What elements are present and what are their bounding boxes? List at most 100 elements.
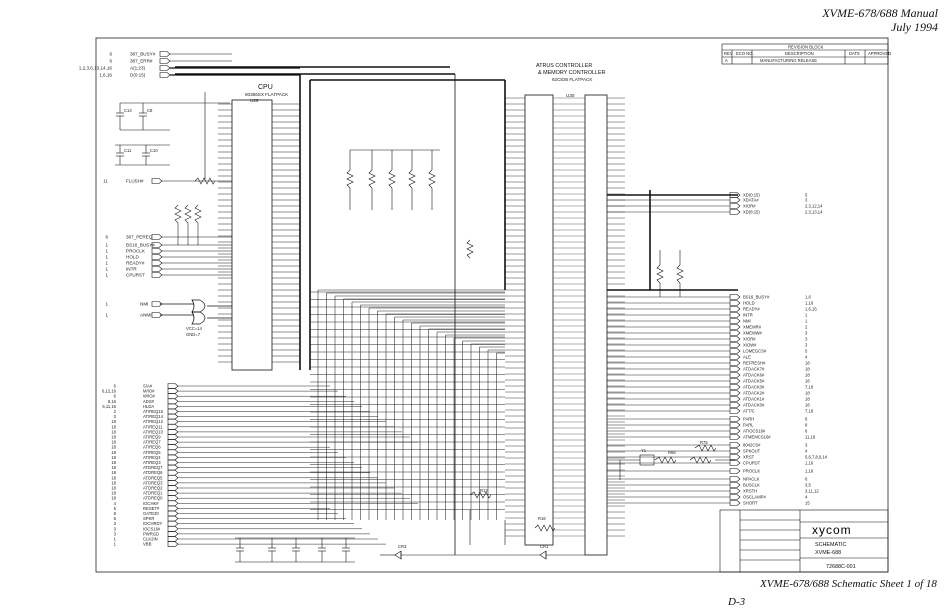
- lower-signal-name: ATDREQ1: [143, 491, 163, 496]
- right-signal-sheet: 18: [805, 397, 810, 402]
- crystal-Y1: Y1: [641, 448, 647, 453]
- lower-signal-name: ATDREQ5: [143, 475, 163, 480]
- right-signal-connector: [729, 342, 741, 348]
- lower-signal-name: IOCS16#: [143, 526, 161, 531]
- right-signal-sheet: 8: [805, 423, 808, 428]
- left-signal-sheet: 1: [105, 273, 108, 278]
- right-signal-connector: [729, 209, 741, 215]
- left-signal-sheet: 1: [105, 255, 108, 260]
- diode-CR3: CR3: [398, 544, 407, 549]
- lower-signal-sheet: 3: [114, 526, 117, 531]
- lower-signal-connector: [167, 510, 179, 517]
- clock-network: [607, 444, 735, 480]
- title-block: [719, 509, 889, 573]
- pack-resistor: [174, 204, 182, 224]
- right-signal-connector: [729, 422, 741, 428]
- revision-block: [721, 43, 889, 65]
- right-signal-name: READY#: [743, 307, 760, 312]
- nmi-signal-name: NMI: [140, 302, 148, 307]
- decoupling-caps: [115, 92, 230, 180]
- lower-signal-name: ATDREQ7: [143, 465, 163, 470]
- manual-title: XVME-678/688 Manual: [822, 6, 938, 20]
- lower-signal-name: RESET#: [143, 506, 160, 511]
- right-signal-name: XMEMW#: [743, 331, 763, 336]
- lower-signal-sheet: 6,12,16: [102, 389, 117, 394]
- lower-signal-sheet: 6,11,16: [102, 404, 116, 409]
- lower-signal-name: ATIREQ12: [143, 419, 164, 424]
- cap-C10: C10: [150, 148, 158, 153]
- pullup-resistor: [408, 169, 416, 189]
- cap-C14: C14: [124, 108, 132, 113]
- left-signal-sheet: 1: [105, 267, 108, 272]
- lower-signal-sheet: 18: [111, 419, 116, 424]
- left-signal-connector: [151, 248, 163, 254]
- right-signal-name: NPACLK: [743, 477, 760, 482]
- right-signal-sheet: 4: [805, 495, 808, 500]
- left-signal-sheet: 6: [105, 235, 108, 240]
- lower-signal-connector: [167, 429, 179, 435]
- left-signal-connector: [151, 260, 163, 266]
- lower-signal-sheet: 18: [111, 435, 116, 440]
- page-number: D-3: [728, 596, 746, 608]
- revision-header: DATE: [849, 51, 860, 56]
- top-signal-connector: [159, 65, 171, 71]
- lower-signal-connector: [167, 444, 179, 450]
- lower-signal-sheet: 18: [111, 470, 116, 475]
- right-signal-name: SPKOUT: [743, 449, 761, 454]
- pullup-resistor: [368, 169, 376, 189]
- right-signal-connector: [729, 318, 741, 324]
- cap-C11: C11: [124, 148, 132, 153]
- left-signal-connector: [151, 266, 163, 272]
- right-signal-name: ATDACK3#: [743, 385, 765, 390]
- right-signal-connector: [729, 372, 741, 378]
- left-signal-connector: [151, 178, 163, 184]
- lower-signal-sheet: 4: [114, 501, 117, 506]
- right-signal-name: XRSTH: [743, 489, 757, 494]
- lower-signal-connector: [167, 434, 179, 440]
- top-signal-sheet: 6: [109, 59, 112, 64]
- right-signal-name: SHORT: [743, 501, 758, 506]
- lower-signal-name: ATIREQ15: [143, 409, 164, 414]
- lower-signal-name: CLK2IN: [143, 537, 158, 542]
- lower-signal-name: ATIREQ11: [143, 424, 163, 429]
- left-signal-name: BS16_BUSY#: [126, 243, 155, 248]
- right-signal-connector: [729, 500, 741, 506]
- right-signal-connector: [729, 378, 741, 384]
- right-signal-sheet: 1: [805, 313, 808, 318]
- right-signal-connector: [729, 348, 741, 354]
- lower-signal-connector: [167, 459, 179, 466]
- right-signal-name: LOMEGCS#: [743, 349, 767, 354]
- cap-C8: C8: [147, 108, 153, 113]
- right-signal-sheet: 6: [805, 429, 808, 434]
- controller-block: ATRUS CONTROLLER & MEMORY CONTROLLER 82C…: [505, 63, 625, 556]
- pack-resistor: [184, 204, 192, 224]
- lower-signal-connector: [167, 500, 179, 507]
- revision-header: APPROVED: [868, 51, 891, 56]
- lower-signal-sheet: 18: [111, 445, 116, 450]
- lower-signal-name: M/IO#: [143, 389, 155, 394]
- left-signal-sheet: 1: [105, 243, 108, 248]
- right-signal-name: ATT/C: [743, 409, 755, 414]
- lower-signal-connector: [167, 464, 179, 471]
- lower-signal-sheet: 18: [111, 429, 116, 434]
- lower-signal-sheet: 5: [114, 506, 117, 511]
- right-signal-sheet: 1,6: [805, 295, 811, 300]
- lower-signal-connector: [167, 541, 179, 547]
- right-signal-connector: [729, 336, 741, 342]
- right-signal-connector: [729, 330, 741, 336]
- right-signal-sheet: 1,16: [805, 461, 814, 466]
- lower-signal-name: ATIREQ9: [143, 435, 161, 440]
- right-signal-name: OSCLAMP#: [743, 495, 766, 500]
- right-signal-connector: [729, 476, 741, 482]
- revision-header: REV: [724, 51, 733, 56]
- right-signal-name: REFRESH#: [743, 361, 766, 366]
- pullup-resistor: [656, 264, 664, 284]
- left-signal-sheet: 11: [103, 179, 108, 184]
- lower-signal-name: ATIREQ14: [143, 414, 164, 419]
- right-signal-connector: [729, 366, 741, 372]
- lower-signal-connector: [167, 475, 179, 481]
- left-signal-name: 387_PEREQ: [126, 235, 153, 240]
- right-signal-sheet: 1,16: [805, 301, 814, 306]
- lower-signal-connector: [167, 490, 179, 496]
- lower-signal-sheet: 3: [114, 521, 117, 526]
